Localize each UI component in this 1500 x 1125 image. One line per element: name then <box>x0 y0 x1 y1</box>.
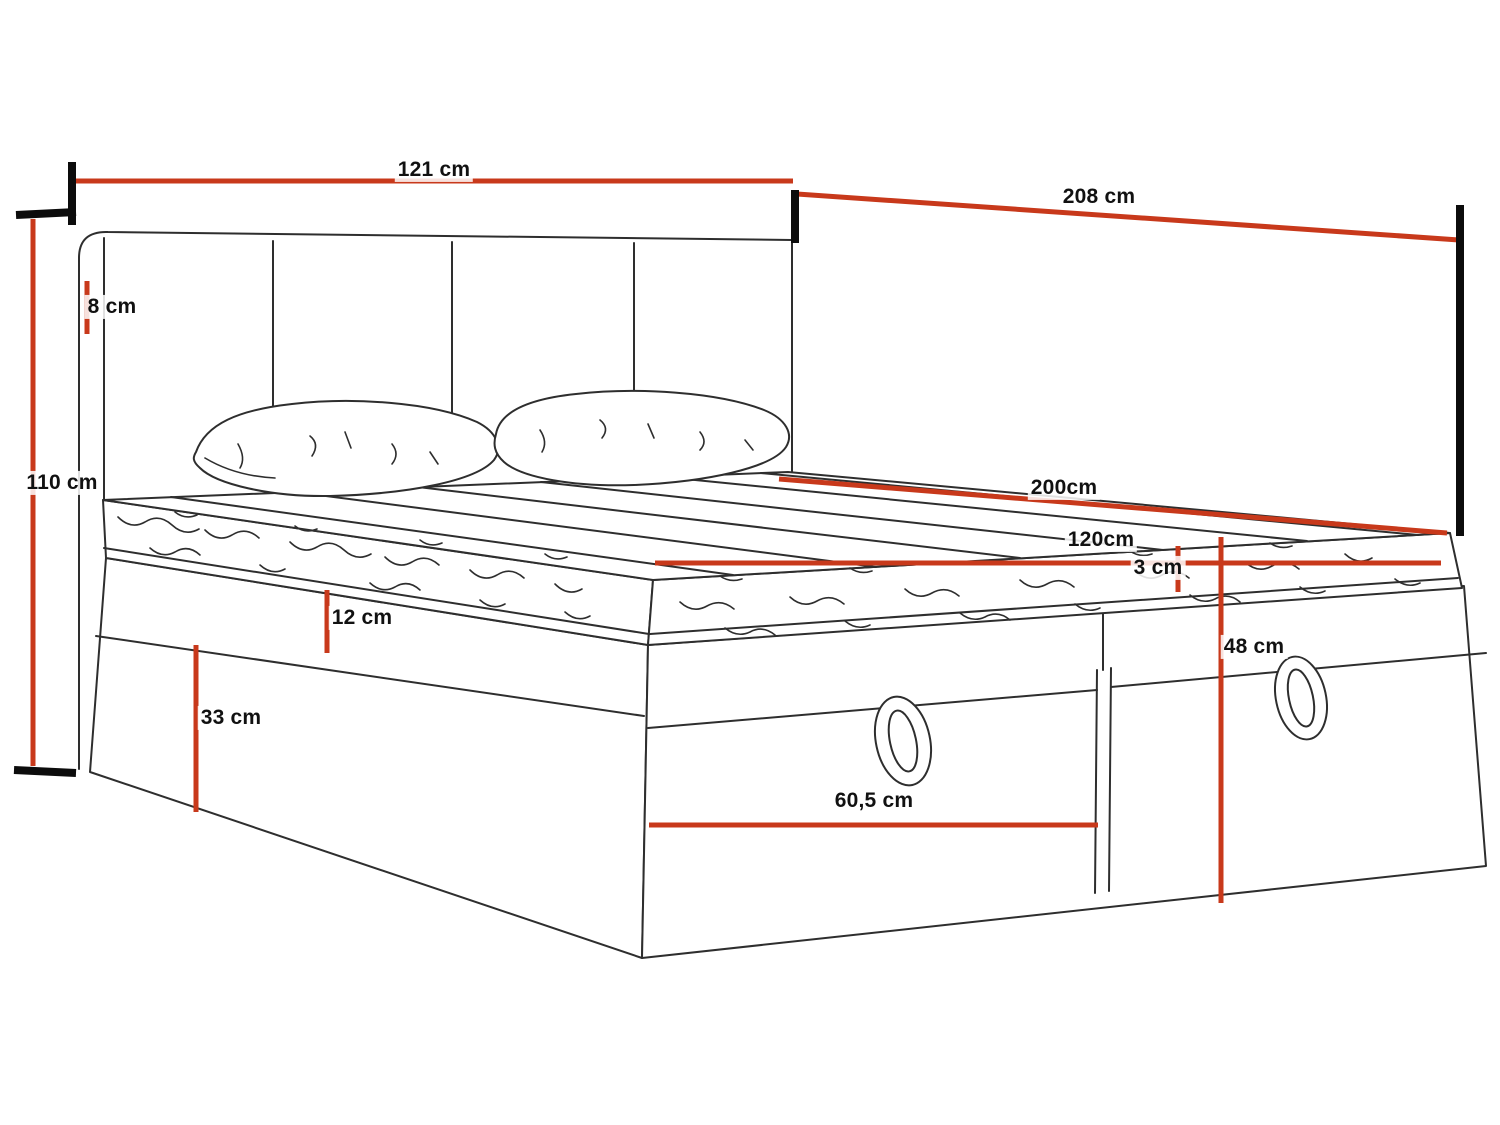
drawer-handle-left-inner <box>887 709 919 773</box>
tick-height-top <box>15 208 77 219</box>
dim-label-base-height: 48 cm <box>1220 634 1288 660</box>
pillows <box>192 389 791 498</box>
dim-label-bed-length-overall: 208 cm <box>1059 184 1139 210</box>
dim-line-mattress-length <box>778 476 1448 536</box>
drawers <box>873 655 1328 787</box>
dim-label-headboard-height: 110 cm <box>23 470 101 496</box>
mattress-piping-side <box>103 547 650 635</box>
mattress-piping-foot <box>649 577 1459 635</box>
pillow-left <box>192 400 499 498</box>
dim-label-topper-height: 3 cm <box>1130 555 1186 581</box>
dim-label-mattress-width: 120cm <box>1064 527 1138 553</box>
base-side-drawer-seam <box>95 635 645 717</box>
drawer-gap-right-edge <box>1108 667 1112 892</box>
foot-drawer-seam-left <box>647 689 1098 729</box>
dim-label-mattress-side-height: 12 cm <box>328 605 396 631</box>
drawer-handle-right-inner <box>1286 668 1316 728</box>
dim-label-drawer-height: 33 cm <box>197 705 265 731</box>
dim-label-drawer-width: 60,5 cm <box>831 788 917 814</box>
tick-height-bottom <box>13 766 77 777</box>
drawer-gap-left-edge <box>1094 669 1098 894</box>
dim-label-headboard-width: 121 cm <box>394 157 474 183</box>
dim-line-bed-length-overall <box>796 191 1460 243</box>
drawer-handle-left <box>873 695 933 787</box>
dim-label-headboard-side-thickness: 8 cm <box>84 294 140 320</box>
mattress-quilt-seams <box>170 472 1419 576</box>
mattress <box>102 471 1463 646</box>
base-foot-face <box>641 585 1487 959</box>
pillow-right <box>493 389 791 487</box>
dimension-ticks <box>13 162 1464 777</box>
headboard-outline <box>78 230 793 770</box>
dim-label-mattress-length: 200cm <box>1027 475 1101 501</box>
